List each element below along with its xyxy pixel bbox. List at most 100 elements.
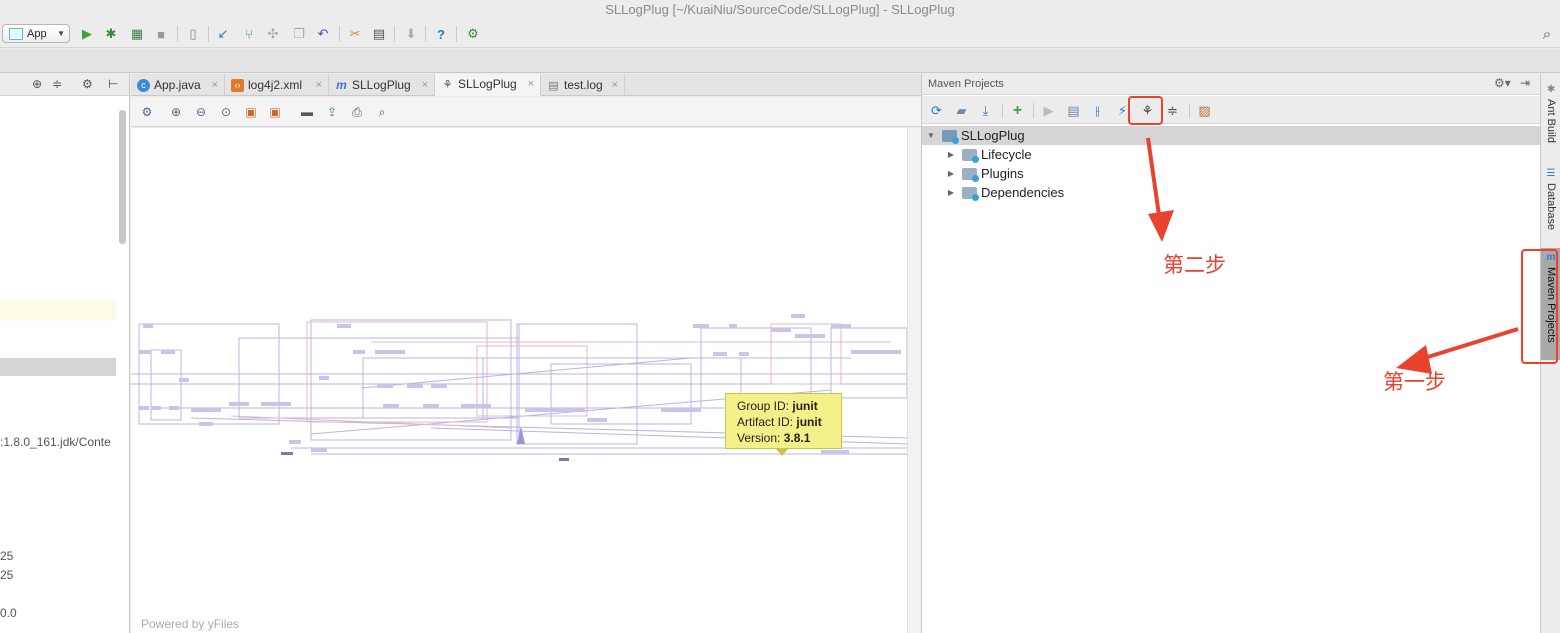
tree-item-label: SLLogPlug [961,128,1025,143]
gear-icon[interactable]: ⚙▾ [1494,76,1511,90]
zoom-out-icon[interactable]: ⊖ [195,105,207,119]
dependency-diagram-canvas[interactable]: Group ID: junit Artifact ID: junit Versi… [131,128,908,633]
selected-row[interactable] [0,358,116,376]
collapse-triangle-icon[interactable]: ▶ [947,169,955,178]
close-icon[interactable]: × [421,79,428,91]
export-icon[interactable]: ⇪ [326,105,338,119]
editor-tabs: c App.java × ‹› log4j2.xml × m SLLogPlug… [131,74,921,96]
collapse-triangle-icon[interactable]: ▶ [947,188,955,197]
maven-toolbar: ⟳ ▰ ⤓ + ▶ ▤ ⫲ ⚡ ⚘ ≑ ▨ [922,96,1541,125]
maven-project-icon [942,129,959,144]
java-class-icon: c [137,78,150,92]
zoom-in-icon[interactable]: ⊕ [170,105,182,119]
toolbar-separator [208,26,209,42]
lifecycle-icon[interactable]: ⚡ [1117,102,1128,118]
run-config-select[interactable]: App ▼ [2,24,70,43]
print-preview-icon[interactable]: ⌕ [378,104,386,119]
sdk-icon[interactable]: ▤ [372,26,386,41]
hide-panel-icon[interactable]: ⊢ [108,77,119,91]
list-item: 0.0 [0,606,17,620]
generate-sources-icon[interactable]: ▰ [956,102,967,118]
collapse-triangle-icon[interactable]: ▶ [947,150,955,159]
close-icon[interactable]: × [211,79,218,91]
step1-label: 第一步 [1383,370,1446,394]
toolbar-separator [394,26,395,42]
compare-icon[interactable]: ✣ [267,26,279,41]
hide-panel-icon[interactable]: ⇥ [1520,76,1531,90]
folder-icon [962,167,979,182]
database-icon: ☰ [1546,168,1556,179]
tab-log4j2-xml[interactable]: ‹› log4j2.xml × [225,74,329,96]
collapse-all-icon[interactable]: ≑ [1167,102,1178,118]
maven-projects-panel: Maven Projects ⚙▾ ⇥ ⟳ ▰ ⤓ + ▶ ▤ ⫲ ⚡ ⚘ ≑ … [921,74,1541,633]
window-title: SLLogPlug [~/KuaiNiu/SourceCode/SLLogPlu… [0,0,1560,20]
history-icon[interactable]: ❐ [293,26,305,41]
tab-maven-projects[interactable]: m Maven Projects [1541,248,1560,360]
tooltip-group-value: junit [792,399,818,413]
stop-icon[interactable]: ■ [157,26,165,42]
scrollbar-thumb[interactable] [119,110,126,244]
tooltip-version-label: Version: [737,431,781,445]
gear-icon[interactable]: ⚙ [82,77,93,91]
print-icon[interactable]: ⎙ [352,104,362,119]
step1-arrow-shaft [1417,327,1519,362]
fit-content-icon[interactable]: ▣ [245,105,257,119]
maven-icon: m [1546,252,1556,263]
add-icon[interactable]: + [1012,101,1023,119]
tab-app-java[interactable]: c App.java × [131,74,225,96]
tab-label: test.log [564,78,603,92]
list-item: 25 [0,549,14,563]
search-icon[interactable]: ⌕ [1542,25,1552,43]
expand-triangle-icon[interactable]: ▼ [927,131,935,140]
plugin-icon[interactable]: ⚙ [467,26,479,41]
download-icon[interactable]: ⤓ [982,102,989,118]
tree-item-plugins[interactable]: ▶ Plugins [922,164,1541,183]
list-item: :1.8.0_161.jdk/Conte [0,435,111,449]
actual-size-icon[interactable]: ⊙ [220,105,232,119]
chevron-down-icon: ▼ [57,29,65,38]
target-icon[interactable]: ⊕ [32,77,43,91]
vcs-update-icon[interactable]: ↙ [217,26,229,41]
vertical-tab-label: Database [1545,183,1557,231]
revert-icon[interactable]: ↶ [317,26,329,41]
tab-ant-build[interactable]: ✱ Ant Build [1541,80,1560,154]
run-icon[interactable]: ▶ [82,26,92,41]
tooltip-artifact-row: Artifact ID: junit [737,414,841,430]
show-dependencies-icon[interactable]: ⚘ [1141,102,1154,118]
debug-icon[interactable]: ✱ [105,26,117,41]
close-icon[interactable]: × [315,79,322,91]
apply-layout-icon[interactable]: ▣ [269,105,281,119]
vcs-commit-icon[interactable]: ⑂ [245,26,253,42]
tab-database[interactable]: ☰ Database [1541,164,1560,244]
help-icon[interactable]: ? [437,26,445,42]
tab-sllogplug-pom[interactable]: m SLLogPlug × [329,74,435,96]
tooltip-artifact-label: Artifact ID: [737,415,794,429]
step2-label: 第二步 [1163,253,1226,277]
settings-icon[interactable]: ▨ [1198,102,1211,118]
tab-test-log[interactable]: ▤ test.log × [541,74,625,96]
collapse-icon[interactable]: ≑ [52,77,63,91]
device-icon[interactable]: ⬇ [405,26,417,41]
tree-item-project[interactable]: ▼ SLLogPlug [922,126,1541,145]
close-icon[interactable]: × [611,79,618,91]
layout-icon[interactable]: ⚙ [141,105,153,119]
highlighted-row [0,299,116,321]
skip-tests-icon[interactable]: ⫲ [1095,102,1100,118]
tree-item-lifecycle[interactable]: ▶ Lifecycle [922,145,1541,164]
build-icon[interactable]: ▯ [189,26,197,41]
tree-item-label: Dependencies [981,185,1065,200]
tab-sllogplug-diagram[interactable]: ⚘ SLLogPlug × [435,74,541,96]
reimport-icon[interactable]: ⟳ [931,102,942,118]
coverage-icon[interactable]: ▦ [130,26,144,41]
execute-goal-icon[interactable]: ▶ [1043,102,1054,118]
diagram-icon: ⚘ [442,78,453,91]
canvas-scrollbar[interactable] [907,128,921,633]
project-structure-icon[interactable]: ✂ [349,26,361,41]
toggle-offline-icon[interactable]: ▤ [1067,102,1080,118]
toolbar-separator [1002,103,1003,118]
save-icon[interactable]: ▬ [301,105,313,119]
tree-item-dependencies[interactable]: ▶ Dependencies [922,183,1541,202]
close-icon[interactable]: × [527,78,534,90]
tab-label: SLLogPlug [458,77,517,91]
